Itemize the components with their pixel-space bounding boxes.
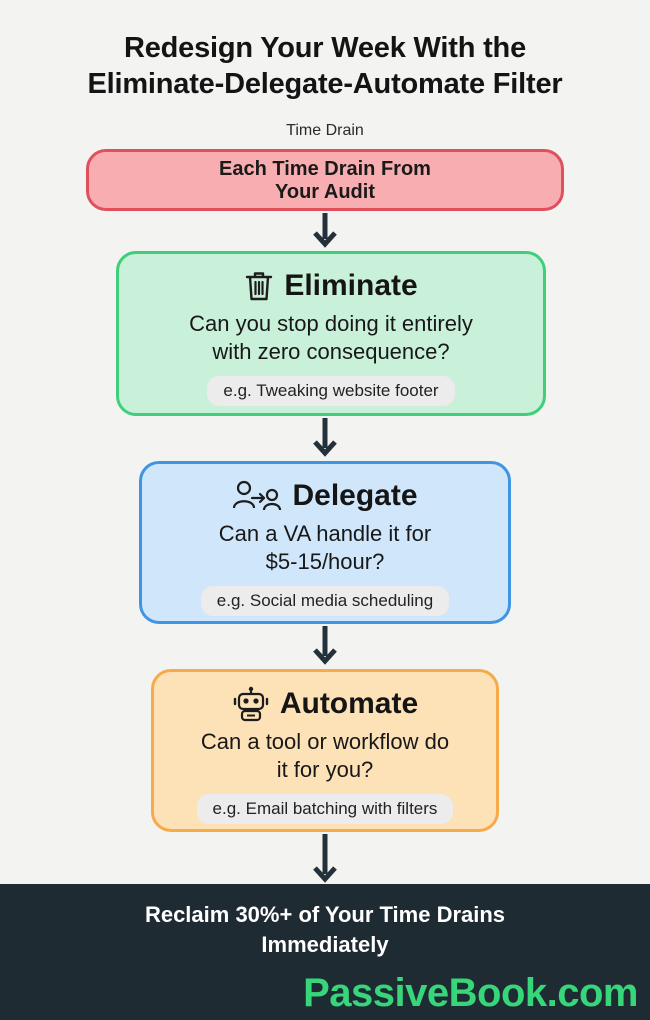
start-node-line-1: Each Time Drain From	[219, 158, 431, 180]
step-delegate-label: Delegate	[292, 479, 418, 512]
step-automate-question: Can a tool or workflow do it for you?	[154, 728, 496, 784]
start-node: Each Time Drain From Your Audit	[86, 149, 564, 211]
step-delegate-question: Can a VA handle it for $5-15/hour?	[142, 520, 508, 576]
input-label: Time Drain	[286, 122, 364, 139]
arrow-connector	[312, 834, 338, 884]
result-banner: Reclaim 30%+ of Your Time Drains Immedia…	[0, 884, 650, 1020]
question-line: Can you stop doing it entirely	[189, 311, 473, 336]
step-delegate-example: e.g. Social media scheduling	[200, 586, 450, 616]
step-automate-header: Automate	[154, 686, 496, 722]
step-automate: Automate Can a tool or workflow do it fo…	[151, 669, 499, 832]
arrow-connector	[312, 213, 338, 249]
step-automate-label: Automate	[279, 687, 419, 720]
page-title: Redesign Your Week With the Eliminate-De…	[0, 30, 650, 102]
arrow-down-icon	[313, 418, 337, 457]
handoff-people-icon	[232, 480, 282, 512]
step-eliminate-example: e.g. Tweaking website footer	[207, 376, 455, 406]
step-delegate-header: Delegate	[142, 478, 508, 514]
arrow-down-icon	[313, 834, 337, 883]
question-line: Can a tool or workflow do	[200, 729, 450, 754]
arrow-connector	[312, 418, 338, 458]
title-line-2: Eliminate-Delegate-Automate Filter	[87, 68, 563, 100]
step-eliminate-label: Eliminate	[284, 269, 418, 302]
question-line: Can a VA handle it for	[218, 521, 432, 546]
title-line-1: Redesign Your Week With the	[123, 32, 527, 64]
question-line: with zero consequence?	[212, 339, 450, 364]
step-eliminate-header: Eliminate	[119, 268, 543, 304]
trash-icon	[244, 270, 274, 302]
arrow-down-icon	[313, 626, 337, 665]
question-line: it for you?	[276, 757, 374, 782]
brand-watermark: PassiveBook.com	[303, 971, 638, 1015]
arrow-down-icon	[313, 213, 337, 248]
question-line: $5-15/hour?	[265, 549, 385, 574]
result-line-2: Immediately	[261, 932, 389, 957]
step-delegate: Delegate Can a VA handle it for $5-15/ho…	[139, 461, 511, 624]
result-text: Reclaim 30%+ of Your Time Drains Immedia…	[0, 900, 650, 960]
step-eliminate-question: Can you stop doing it entirely with zero…	[119, 310, 543, 366]
step-eliminate: Eliminate Can you stop doing it entirely…	[116, 251, 546, 416]
step-automate-example: e.g. Email batching with filters	[196, 794, 454, 824]
result-line-1: Reclaim 30%+ of Your Time Drains	[144, 902, 506, 927]
robot-icon	[232, 686, 270, 722]
arrow-connector	[312, 626, 338, 666]
start-node-line-2: Your Audit	[275, 181, 375, 203]
